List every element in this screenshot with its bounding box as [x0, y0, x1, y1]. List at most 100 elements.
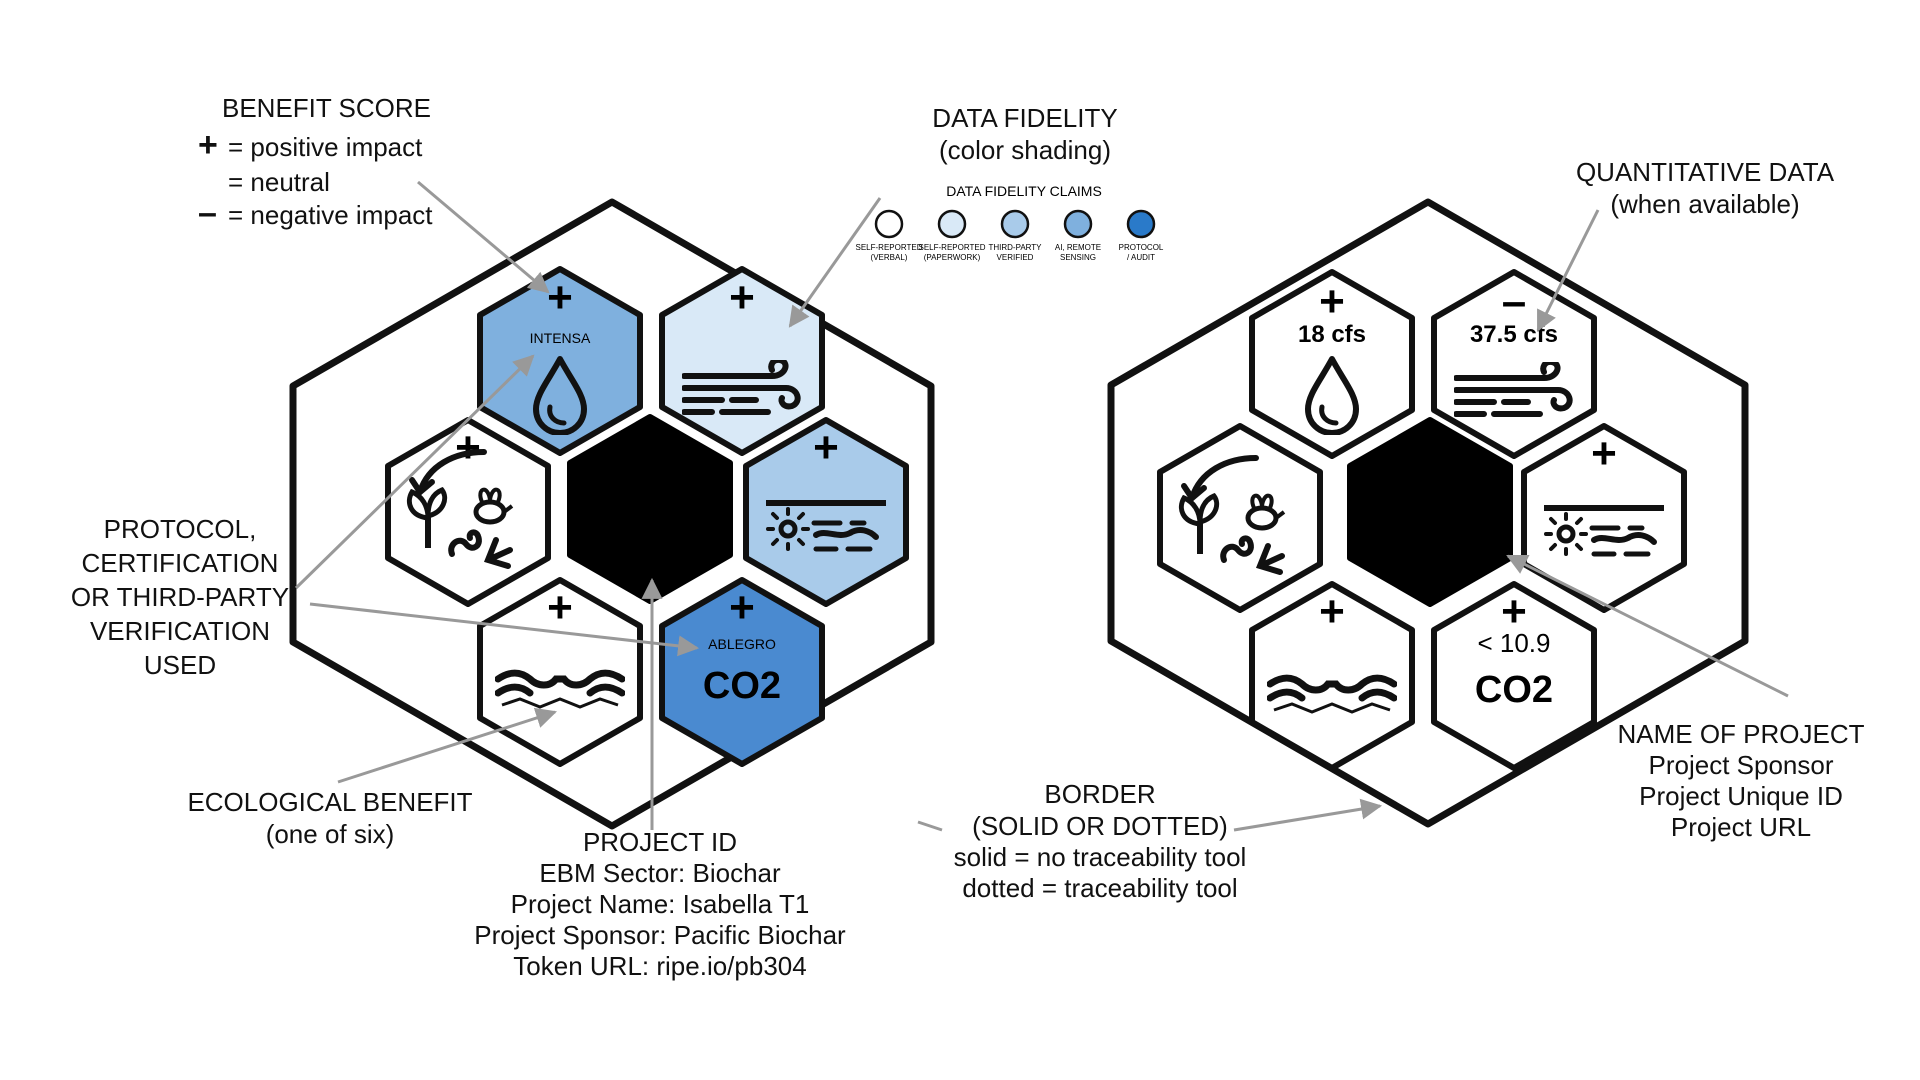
name-of-project-title: NAME OF PROJECT [1617, 719, 1865, 749]
right-soil-hexagon: + [1521, 423, 1687, 613]
left-habitat-hexagon: + [385, 417, 551, 607]
data-fidelity-panel: DATA FIDELITY (color shading) [880, 102, 1170, 166]
right-land-hex-shape [1249, 581, 1415, 771]
arrow-name-of-project [1506, 554, 1789, 698]
fidelity-swatch-label: SELF-REPORTED [856, 243, 923, 252]
fidelity-swatch-label: / AUDIT [1127, 253, 1155, 262]
fidelity-swatch [874, 209, 904, 239]
benefit-score-title: BENEFIT SCORE [222, 93, 432, 123]
left-air-score: + [729, 273, 755, 322]
protocol-line-3: OR THIRD-PARTY [70, 582, 290, 612]
positive-impact-text: = positive impact [228, 132, 423, 162]
fidelity-swatch-label: SENSING [1060, 253, 1096, 262]
fidelity-swatch-label: AI, REMOTE [1055, 243, 1101, 252]
right-carbon-co2-text: CO2 [1475, 669, 1553, 711]
arrow-border-tail [917, 820, 943, 832]
left-soil-score: + [813, 423, 839, 472]
name-of-project-unique-id: Project Unique ID [1639, 781, 1843, 811]
project-id-token-url: Token URL: ripe.io/pb304 [513, 951, 807, 981]
fidelity-swatch-label: SELF-REPORTED [919, 243, 986, 252]
plus-symbol: + [198, 126, 218, 164]
right-badge: + 18 cfs – 37.5 cfs + + + < 10.9 [1107, 198, 1749, 828]
minus-symbol: – [198, 194, 217, 232]
arrow-ecological [337, 707, 557, 784]
border-dotted-text: dotted = traceability tool [962, 873, 1238, 903]
benefit-score-panel: BENEFIT SCORE += positive impact = neutr… [198, 92, 433, 231]
data-fidelity-claims-title: DATA FIDELITY CLAIMS [946, 183, 1102, 199]
negative-impact-text: = negative impact [228, 200, 433, 230]
benefit-positive-row: + = positive impact [198, 128, 433, 163]
fidelity-swatch-label: THIRD-PARTY [988, 243, 1042, 252]
fidelity-swatch [1063, 209, 1093, 239]
quantitative-data-subtitle: (when available) [1610, 189, 1800, 219]
left-badge: + INTENSA + + + + [289, 198, 935, 830]
right-carbon-score: + [1501, 587, 1527, 636]
right-air-score: – [1502, 277, 1526, 326]
project-id-sponsor: Project Sponsor: Pacific Biochar [474, 920, 846, 950]
fidelity-swatch-label: VERIFIED [997, 253, 1034, 262]
benefit-negative-row: –= negative impact [198, 196, 433, 231]
ecological-benefit-subtitle: (one of six) [265, 819, 395, 849]
right-soil-hex-shape [1521, 423, 1687, 613]
left-land-hexagon: + [477, 577, 643, 767]
left-water-score: + [547, 273, 573, 322]
left-water-protocol-label: INTENSA [530, 330, 591, 346]
name-of-project-sponsor: Project Sponsor [1648, 750, 1834, 780]
data-fidelity-title: DATA FIDELITY [932, 103, 1118, 133]
right-soil-score: + [1591, 429, 1617, 478]
border-title: BORDER [1044, 779, 1156, 809]
arrow-protocol-carbon [309, 602, 700, 657]
arrow-benefit-score [417, 180, 550, 294]
fidelity-swatch [937, 209, 967, 239]
left-soil-hexagon: + [743, 417, 909, 607]
data-fidelity-subtitle: (color shading) [939, 135, 1111, 165]
quantitative-data-panel: QUANTITATIVE DATA (when available) [1540, 156, 1870, 220]
right-air-value: 37.5 cfs [1470, 321, 1558, 348]
left-soil-hex-shape [743, 417, 909, 607]
left-land-score: + [547, 583, 573, 632]
border-panel: BORDER (SOLID OR DOTTED) solid = no trac… [930, 778, 1270, 904]
left-water-hexagon: + INTENSA [477, 266, 643, 456]
fidelity-swatch-label: (VERBAL) [871, 253, 908, 262]
ecological-benefit-title: ECOLOGICAL BENEFIT [187, 787, 473, 817]
protocol-line-4: VERIFICATION [89, 616, 271, 646]
protocol-panel: PROTOCOL, CERTIFICATION OR THIRD-PARTY V… [60, 512, 300, 682]
callout-arrows [294, 180, 1789, 832]
right-water-score: + [1319, 277, 1345, 326]
project-id-sector: EBM Sector: Biochar [539, 858, 781, 888]
left-habitat-hex-shape [385, 417, 551, 607]
fidelity-swatch [1126, 209, 1156, 239]
left-carbon-co2-text: CO2 [703, 665, 781, 707]
fidelity-swatch-label: (PAPERWORK) [924, 253, 981, 262]
quantitative-data-title: QUANTITATIVE DATA [1575, 157, 1835, 187]
name-of-project-url: Project URL [1670, 812, 1812, 842]
protocol-line-5: USED [143, 650, 217, 680]
border-subtitle: (SOLID OR DOTTED) [972, 811, 1228, 841]
right-carbon-hex-shape [1431, 581, 1597, 771]
left-land-hex-shape [477, 577, 643, 767]
protocol-line-2: CERTIFICATION [81, 548, 279, 578]
project-id-name: Project Name: Isabella T1 [510, 889, 810, 919]
right-land-hexagon: + [1249, 581, 1415, 771]
protocol-line-1: PROTOCOL, [103, 514, 257, 544]
left-carbon-protocol-label: ABLEGRO [708, 636, 776, 652]
arrow-data-fidelity [788, 197, 882, 328]
project-id-panel: PROJECT ID EBM Sector: Biochar Project N… [470, 826, 850, 982]
left-carbon-hexagon: + ABLEGRO CO2 [659, 577, 825, 767]
name-of-project-panel: NAME OF PROJECT Project Sponsor Project … [1596, 718, 1886, 843]
right-center-hexagon [1347, 417, 1513, 607]
right-habitat-hex-shape [1157, 423, 1323, 613]
ecological-benefit-panel: ECOLOGICAL BENEFIT (one of six) [180, 786, 480, 850]
right-carbon-hexagon: + < 10.9 CO2 [1431, 581, 1597, 771]
data-fidelity-legend: DATA FIDELITY CLAIMS SELF-REPORTED(VERBA… [856, 183, 1164, 262]
left-carbon-score: + [729, 583, 755, 632]
right-water-value: 18 cfs [1298, 321, 1366, 348]
right-carbon-value: < 10.9 [1477, 628, 1550, 658]
arrow-border [1233, 798, 1383, 832]
border-solid-text: solid = no traceability tool [953, 842, 1247, 872]
left-habitat-score: + [455, 423, 481, 472]
project-id-title: PROJECT ID [582, 827, 738, 857]
left-carbon-hex-shape [659, 577, 825, 767]
right-water-hexagon: + 18 cfs [1249, 269, 1415, 459]
